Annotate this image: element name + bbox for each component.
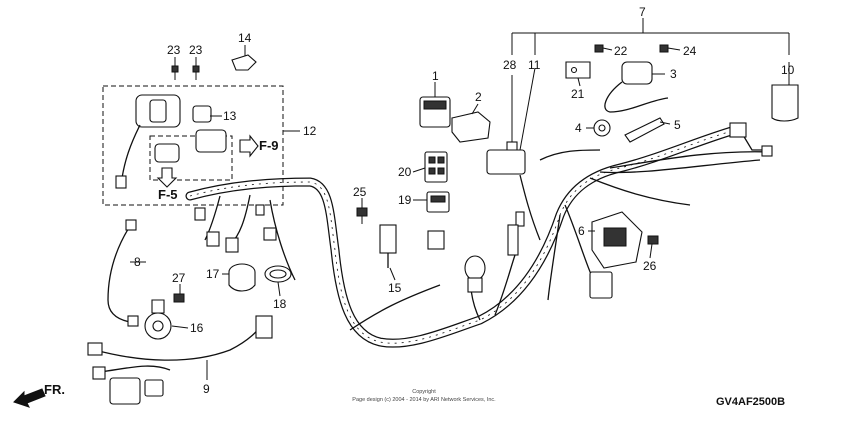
horn-part-16	[144, 299, 172, 340]
band-part-18	[264, 265, 292, 283]
sensor-part-15	[379, 224, 397, 268]
junction-part-11	[486, 149, 526, 175]
callout-15: 15	[388, 281, 402, 295]
callout-5: 5	[674, 118, 681, 132]
connector-part-1	[419, 96, 451, 128]
socket-part-17	[228, 263, 256, 292]
callout-25: 25	[353, 185, 367, 199]
callout-23b: 23	[189, 43, 203, 57]
diagram-code: GV4AF2500B	[716, 396, 785, 408]
bolt-22	[594, 44, 604, 53]
callout-numbers: 1 2 3 4 5 6 7 8 9 10 11 12 13 14 15 16 1…	[134, 5, 795, 396]
harness-connectors	[194, 122, 773, 256]
front-label: FR.	[44, 382, 65, 397]
ignition-switch-group	[102, 85, 300, 206]
ignition-coil-part-3	[604, 61, 669, 113]
callout-14: 14	[238, 31, 252, 45]
callout-26: 26	[643, 259, 657, 273]
reference-f5: F-5	[158, 187, 178, 202]
callout-1: 1	[432, 69, 439, 83]
callout-6: 6	[578, 224, 585, 238]
callout-9: 9	[203, 382, 210, 396]
callout-16: 16	[190, 321, 204, 335]
callout-19: 19	[398, 193, 412, 207]
bolt-25	[356, 207, 368, 224]
part-7-bracket	[511, 18, 790, 55]
callout-24: 24	[683, 44, 697, 58]
regulator-part-6	[591, 211, 643, 269]
callout-4: 4	[575, 121, 582, 135]
relay-part-19	[426, 191, 450, 213]
callout-13: 13	[223, 109, 237, 123]
callout-2: 2	[475, 90, 482, 104]
callout-10: 10	[781, 63, 795, 77]
cap-part-10	[771, 84, 799, 122]
plug-part-4	[593, 119, 611, 137]
callout-20: 20	[398, 165, 412, 179]
bolt-23	[171, 65, 200, 80]
spark-plug-cap-part-5	[624, 117, 665, 143]
callout-18: 18	[273, 297, 287, 311]
callout-12: 12	[303, 124, 317, 138]
callout-8: 8	[134, 255, 141, 269]
connector-part-19b	[427, 230, 445, 250]
relay-part-20	[424, 151, 448, 183]
bolt-27	[173, 293, 185, 303]
copyright-line-2: Page design (c) 2004 - 2014 by ARI Netwo…	[352, 397, 496, 403]
callout-21: 21	[571, 87, 585, 101]
cover-part-2	[451, 111, 491, 143]
copyright-line-1: Copyright	[412, 389, 436, 395]
callout-3: 3	[670, 67, 677, 81]
clip-part-14	[231, 54, 257, 71]
callout-27: 27	[172, 271, 186, 285]
cable-part-8	[107, 219, 139, 327]
callout-11: 11	[528, 58, 541, 72]
sub-harness-part-9	[87, 315, 273, 405]
bracket-part-21	[565, 61, 591, 79]
main-wire-harness	[185, 125, 771, 348]
front-arrow-icon	[13, 388, 46, 408]
callout-23a: 23	[167, 43, 181, 57]
callout-28: 28	[503, 58, 517, 72]
callout-7: 7	[639, 5, 646, 19]
reference-f9: F-9	[259, 138, 279, 153]
callout-17: 17	[206, 267, 220, 281]
bolt-26	[647, 235, 659, 245]
coil-connector	[464, 255, 486, 293]
bolt-24	[659, 44, 669, 53]
callout-22: 22	[614, 44, 628, 58]
connector-part-6b	[589, 271, 613, 299]
leader-lines	[130, 45, 790, 380]
